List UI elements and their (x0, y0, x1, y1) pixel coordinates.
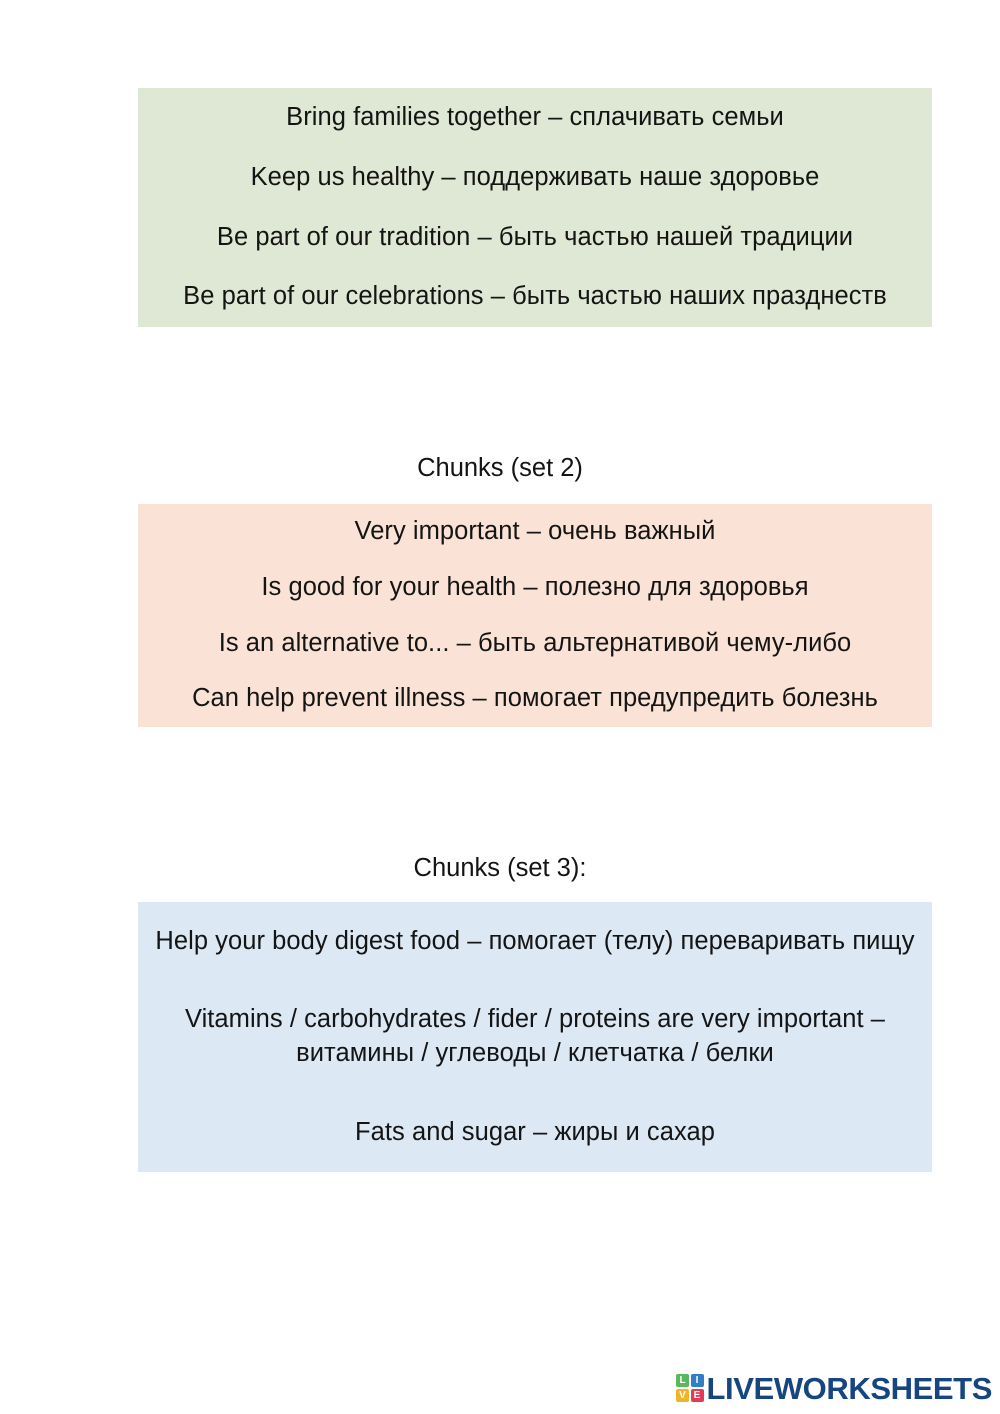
chunks-block-set2: Very important – очень важный Is good fo… (138, 504, 932, 727)
chunk-line: Very important – очень важный (354, 517, 716, 546)
chunk-line: Be part of our celebrations – быть часть… (183, 282, 887, 311)
logo-wordmark: LIVEWORKSHEETS (706, 1370, 993, 1406)
chunk-line: Is good for your health – полезно для зд… (261, 572, 809, 601)
chunk-line: Bring families together – сплачивать сем… (286, 103, 784, 132)
logo-tile-i: I (690, 1374, 704, 1388)
chunk-line: Is an alternative to... – быть альтернат… (218, 628, 852, 657)
chunk-line: Fats and sugar – жиры и сахар (355, 1117, 715, 1146)
chunk-line: Be part of our tradition – быть частью н… (216, 222, 854, 251)
chunk-line: Can help prevent illness – помогает пред… (192, 684, 878, 713)
chunks-block-set3: Help your body digest food – помогает (т… (138, 902, 932, 1172)
chunk-line: Vitamins / carbohydrates / fider / prote… (184, 1005, 886, 1067)
logo-tile-l: L (676, 1374, 690, 1388)
liveworksheets-logo: L I V E LIVEWORKSHEETS (676, 1370, 992, 1406)
chunk-line: Keep us healthy – поддерживать наше здор… (250, 162, 820, 191)
chunk-line: Help your body digest food – помогает (т… (155, 926, 915, 955)
logo-tile-v: V (676, 1388, 690, 1402)
liveworksheets-tiles-icon: L I V E (676, 1374, 704, 1402)
logo-tile-e: E (690, 1388, 704, 1402)
chunks-block-set1: Bring families together – сплачивать сем… (138, 88, 932, 327)
chunks-heading-set2: Chunks (set 2) (417, 454, 583, 482)
chunks-heading-set3: Chunks (set 3): (413, 854, 587, 882)
